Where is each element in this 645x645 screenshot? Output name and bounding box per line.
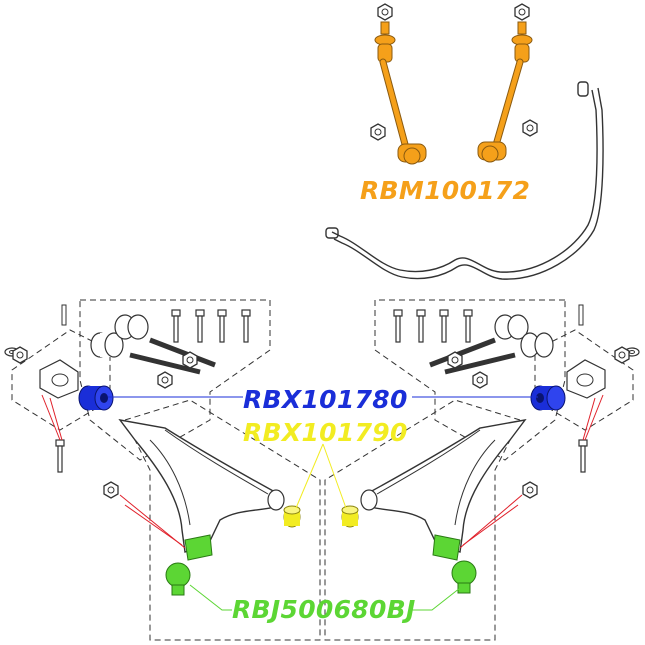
- bush-icon: [283, 505, 301, 528]
- label-ball-joint: RBJ500680BJ: [232, 595, 416, 624]
- label-outer-bush: RBX101790: [243, 418, 408, 447]
- stabilizer-link-left: [370, 3, 427, 165]
- ball-joint-icon: [165, 562, 191, 596]
- wishbone-icon: [360, 419, 527, 561]
- bush-icon: [78, 385, 114, 411]
- wishbone-icon: [118, 419, 285, 561]
- fastener-set-right: [393, 304, 640, 499]
- bush-icon: [341, 505, 359, 528]
- ball-joint-icon: [451, 560, 477, 594]
- anti-roll-bar-icon: [325, 81, 604, 280]
- bush-icon: [90, 314, 149, 358]
- bush-icon: [494, 314, 554, 358]
- bracket-icon: [39, 359, 79, 399]
- bracket-icon: [566, 359, 606, 399]
- stabilizer-link-right: [477, 3, 538, 163]
- label-inner-bush: RBX101780: [243, 385, 408, 414]
- red-leader-lines: [41, 394, 604, 549]
- fastener-set-left: [4, 304, 251, 499]
- callout-lines: [108, 396, 538, 611]
- bush-icon: [530, 385, 566, 411]
- label-stabilizer-link: RBM100172: [360, 176, 531, 205]
